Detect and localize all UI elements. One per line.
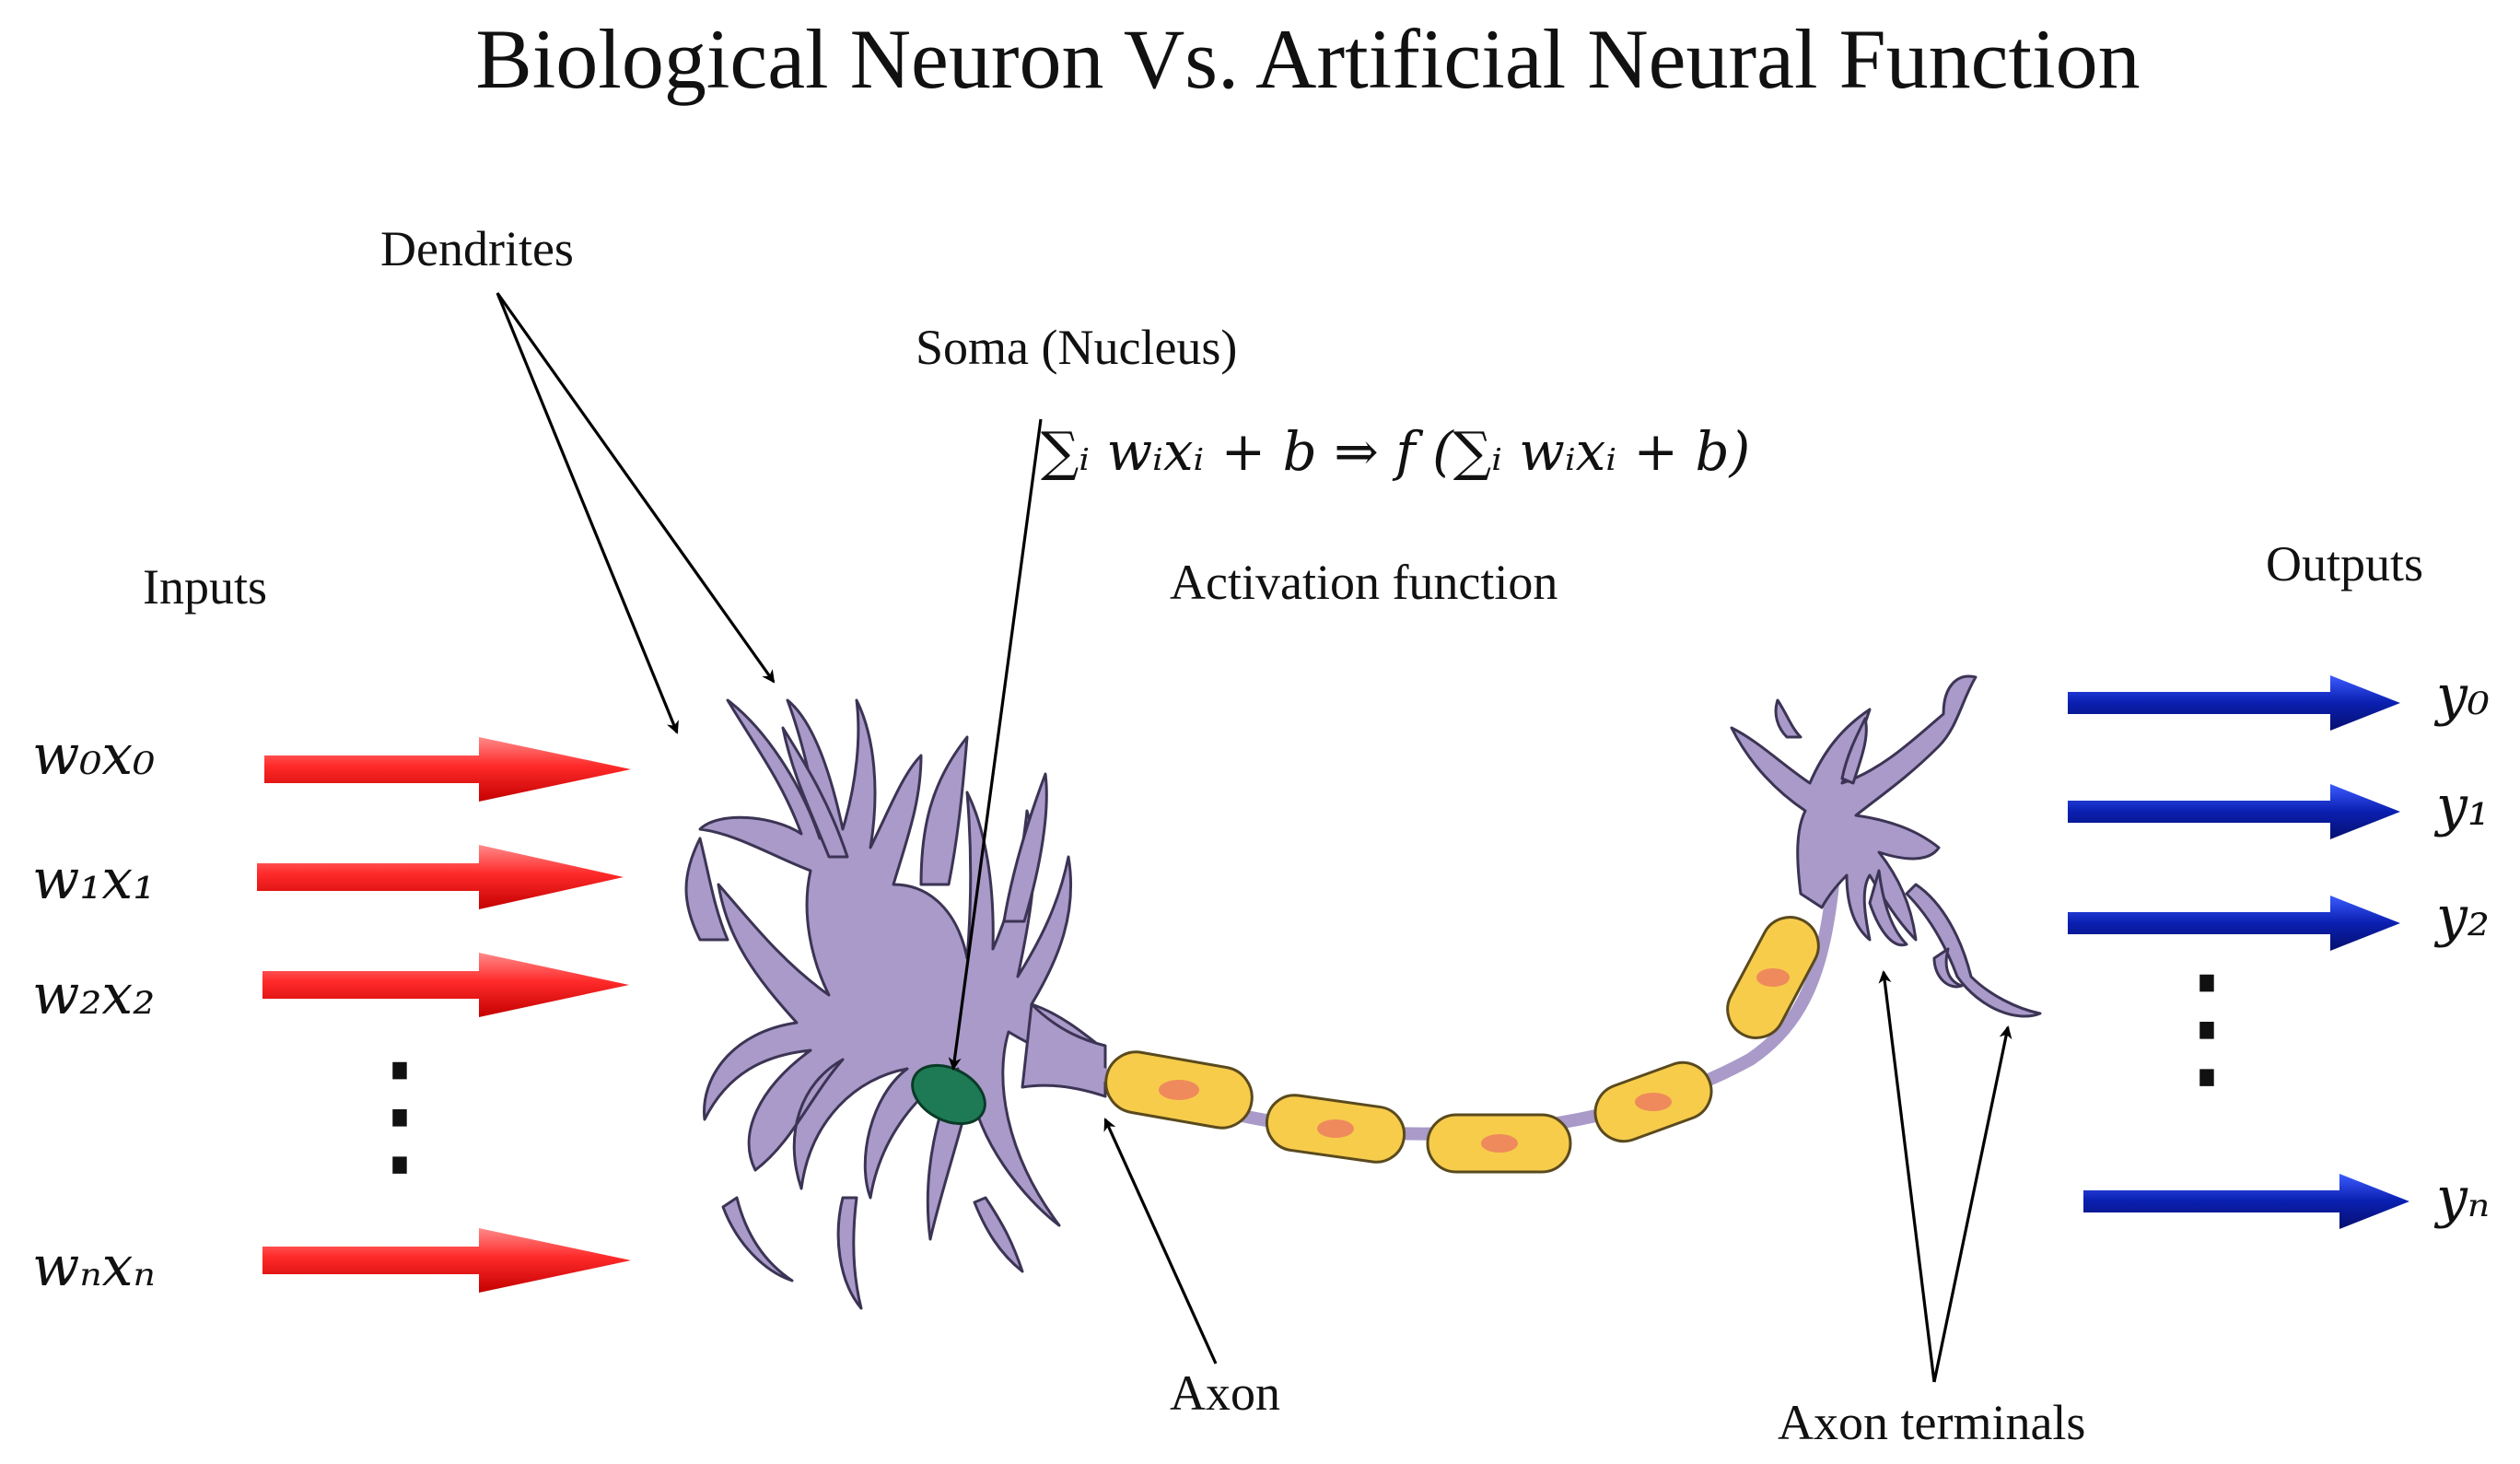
axon-hillock <box>1021 1002 1107 1098</box>
input-label: wₙxₙ <box>32 1235 156 1299</box>
dendrite-branch <box>781 726 849 859</box>
axon-terminal <box>1932 947 1964 989</box>
input-label: w₂x₂ <box>32 963 155 1027</box>
output-arrow <box>2068 675 2400 731</box>
activation-function-label: Activation function <box>1170 555 1558 610</box>
neuron-cell <box>684 698 1107 1310</box>
output-arrow <box>2068 896 2400 951</box>
dendrite-branch <box>919 735 969 886</box>
axon-terminals-label: Axon terminals <box>1778 1395 2085 1450</box>
input-label: w₁x₁ <box>32 848 155 912</box>
output-arrow <box>2083 1174 2409 1229</box>
axon-label: Axon <box>1170 1365 1280 1421</box>
myelin-nucleus <box>1159 1080 1199 1100</box>
myelin-nucleus <box>1635 1093 1672 1111</box>
input-arrow <box>262 1228 631 1293</box>
output-label: y₀ <box>2433 663 2490 728</box>
axon-terminal <box>1774 698 1802 739</box>
soma-pointer <box>948 418 1043 1071</box>
myelin-nucleus <box>1481 1134 1518 1153</box>
axon-terminal <box>1840 717 1868 785</box>
myelin-nucleus <box>1317 1119 1354 1138</box>
dendrite-branch <box>973 1196 1024 1273</box>
input-labels: w₀x₀ w₁x₁ w₂x₂ wₙxₙ <box>32 723 156 1299</box>
input-arrow <box>262 953 629 1017</box>
output-label: y₁ <box>2433 774 2490 838</box>
myelin-nucleus <box>1756 968 1790 987</box>
axon-terminal-branches <box>1730 674 1978 942</box>
output-arrow <box>2068 784 2400 839</box>
axon <box>1098 884 1839 1174</box>
dendrites-pointer <box>496 292 679 734</box>
output-label: y₂ <box>2433 884 2490 949</box>
input-arrow <box>264 737 631 802</box>
outputs-ellipsis: ⋮ <box>2138 951 2276 1104</box>
myelin-sheath <box>1104 916 1820 1174</box>
dendrite-branch <box>721 1196 794 1282</box>
axon-terminal <box>1905 883 2042 1018</box>
axon-terminals-pointer <box>1932 1025 2012 1383</box>
axon-terminal-tree <box>1730 674 2042 1018</box>
axon-pointer <box>1103 1118 1218 1364</box>
weighted-sum-formula: ∑ᵢ wᵢxᵢ + b ⇒ f (∑ᵢ wᵢxᵢ + b) <box>1041 420 1750 483</box>
input-arrow <box>257 845 624 909</box>
soma <box>698 698 1107 1241</box>
dendrites-label: Dendrites <box>380 221 574 276</box>
input-arrows <box>257 737 631 1293</box>
output-arrows <box>2068 675 2409 1229</box>
dendrite-branch <box>684 837 729 942</box>
outputs-label: Outputs <box>2266 536 2423 591</box>
output-label: yₙ <box>2433 1165 2490 1230</box>
diagram-title: Biological Neuron Vs. Artificial Neural … <box>475 12 2140 106</box>
dendrite-branch <box>836 1196 863 1310</box>
nucleus <box>911 1063 986 1126</box>
dendrite-branch <box>1002 772 1048 923</box>
soma-label: Soma (Nucleus) <box>916 320 1237 375</box>
dendrites-pointer <box>496 292 776 684</box>
annotation-pointers <box>496 292 2012 1383</box>
inputs-label: Inputs <box>143 559 267 615</box>
axon-terminal <box>1868 869 1908 947</box>
axon-terminals-pointer <box>1878 970 1936 1383</box>
input-label: w₀x₀ <box>32 723 155 788</box>
output-labels: y₀ y₁ y₂ yₙ <box>2433 663 2490 1230</box>
inputs-ellipsis: ⋮ <box>331 1038 469 1191</box>
